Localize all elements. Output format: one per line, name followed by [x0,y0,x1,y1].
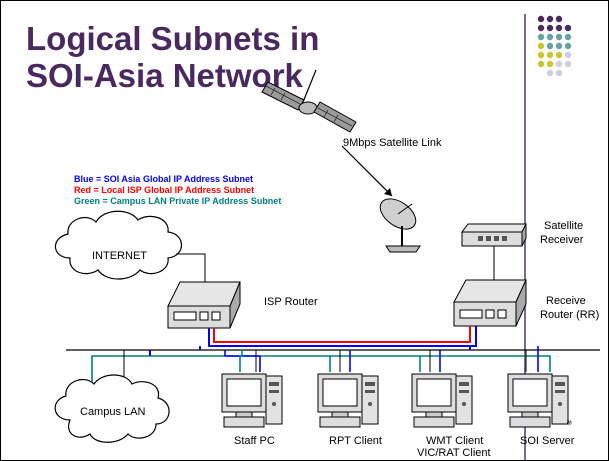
decorative-dot [555,51,563,59]
satellite-link-arrow [341,145,393,197]
decorative-dot [564,42,572,50]
decorative-dot [537,15,545,23]
receive-router-label-1: Receive [546,295,586,307]
slide-title: Logical Subnets in SOI-Asia Network [26,20,356,94]
decorative-dot [546,60,554,68]
decorative-dot [564,33,572,41]
decorative-dot [546,69,554,77]
decorative-dot [564,60,572,68]
isp-router-label: ISP Router [264,296,318,308]
decorative-dot [555,24,563,32]
internet-label: INTERNET [92,250,147,262]
legend-red: Red = Local ISP Global IP Address Subnet [74,185,255,195]
staff-pc-label: Staff PC [234,435,275,447]
soi-server-label: SOI Server [520,435,575,447]
legend-blue: Blue = SOI Asia Global IP Address Subnet [74,174,253,184]
computer-icon [507,373,569,428]
campus-lan-cloud-icon [54,374,170,443]
decorative-dot [546,24,554,32]
computer-icon [221,373,283,428]
slide-title-line2: SOI-Asia Network [26,57,303,94]
decorative-dot [537,51,545,59]
decorative-dot [537,42,545,50]
decorative-dot [555,15,563,23]
decorative-dot [555,33,563,41]
decorative-dot [555,60,563,68]
satellite-link-label: 9Mbps Satellite Link [343,137,442,149]
decorative-dot [555,42,563,50]
receive-router-label-2: Router (RR) [540,309,600,321]
decorative-dot [564,51,572,59]
decorative-dot [546,33,554,41]
computer-icon [317,373,379,428]
wmt-client-label: WMT Client [426,435,484,447]
corner-mark: ㅀ [566,420,573,427]
dish-icon [379,198,421,253]
satellite-receiver-label-2: Receiver [540,234,584,246]
decorative-dot [537,33,545,41]
legend-green: Green = Campus LAN Private IP Address Su… [74,196,282,206]
rpt-client-label: RPT Client [329,435,382,447]
satellite-receiver-label-1: Satellite [544,220,584,232]
slide-title-line1: Logical Subnets in [26,20,320,57]
decorative-dot [546,42,554,50]
campus-lan-label: Campus LAN [80,406,146,418]
receive-router-icon [453,279,527,327]
decorative-dot [537,60,545,68]
decorative-dot [546,51,554,59]
decorative-dot [537,24,545,32]
decorative-dot [564,24,572,32]
isp-router-icon [167,281,241,329]
internet-cloud-icon [54,210,183,280]
vic-rat-client-label: VIC/RAT Client [417,447,491,459]
decorative-dot [546,15,554,23]
satellite-icon [261,69,357,133]
decorative-dot [555,69,563,77]
satellite-receiver-icon [461,223,527,247]
computer-icon [411,373,473,428]
